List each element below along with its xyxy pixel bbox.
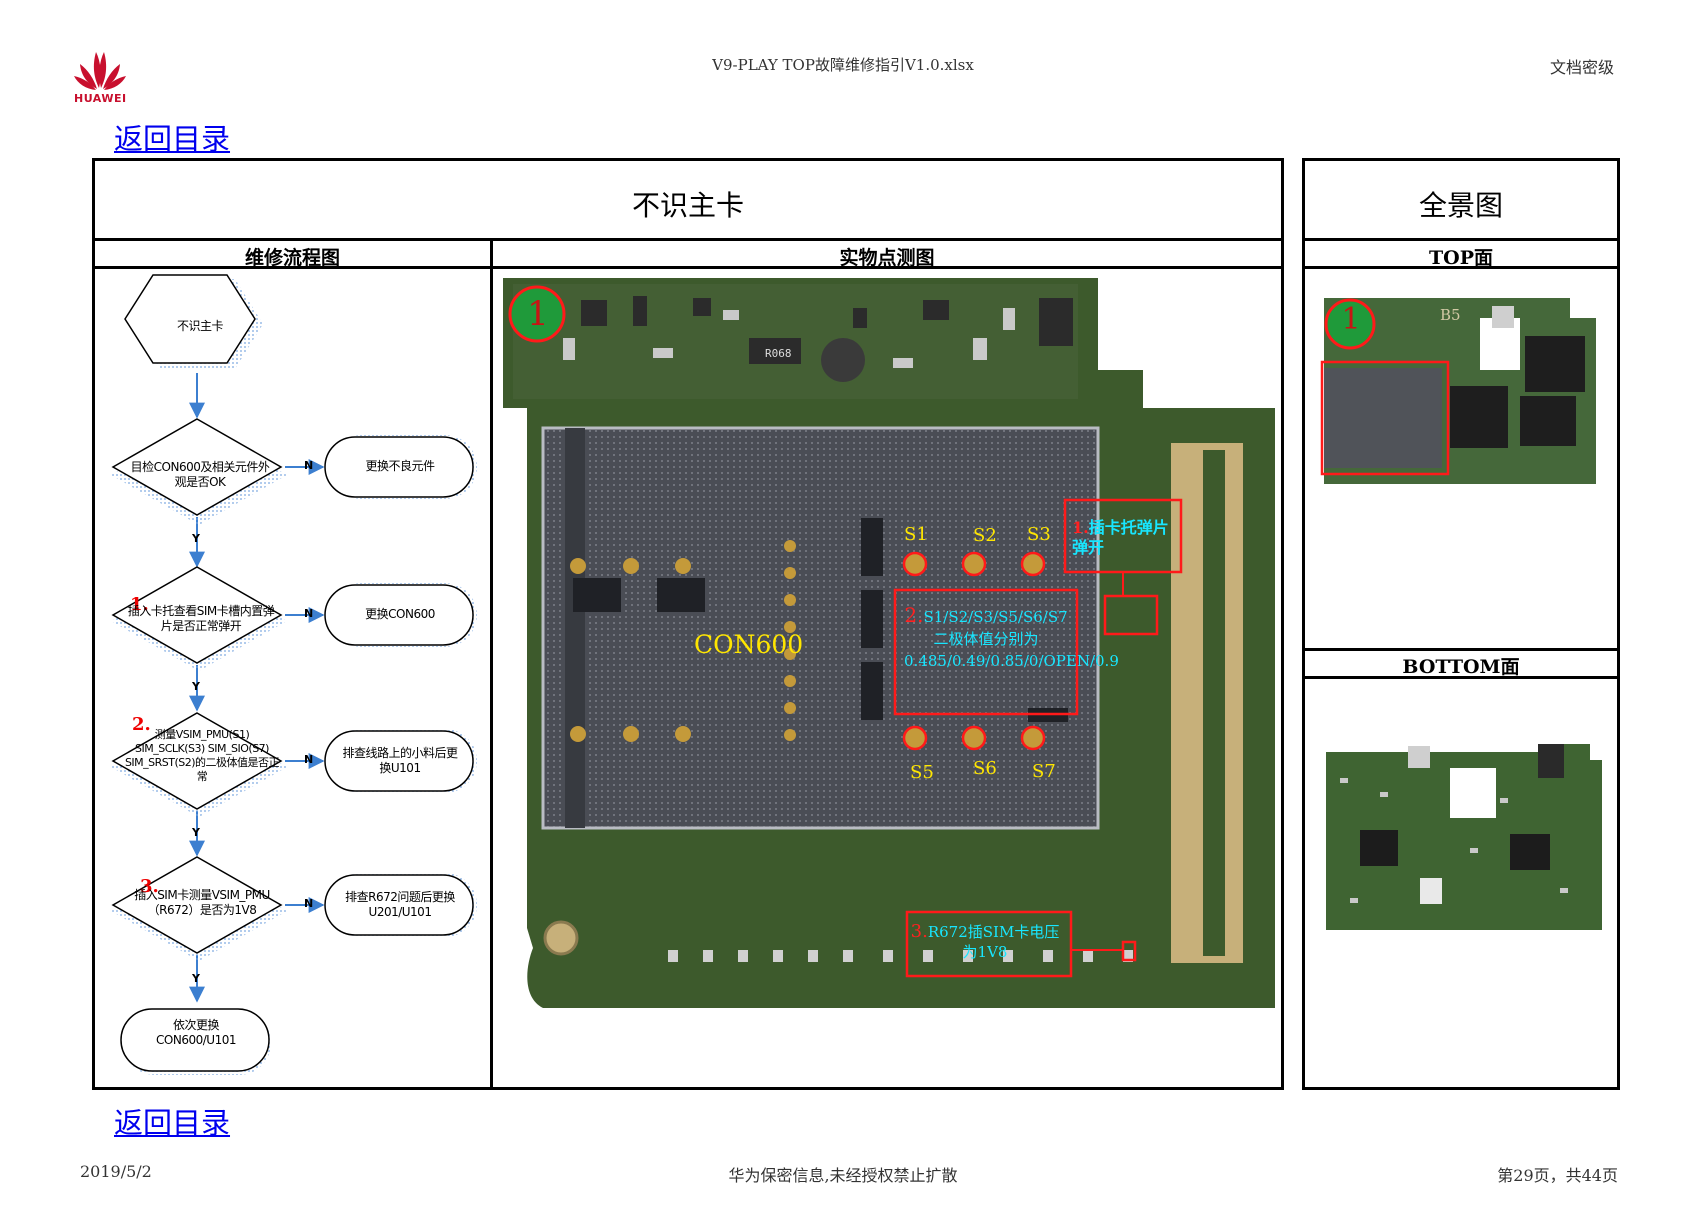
top-board-thumbnail: B5 bbox=[1320, 298, 1596, 484]
mounting-hole bbox=[543, 920, 579, 956]
flow-fail3-text: 排查线路上的小料后更换U101 bbox=[342, 746, 458, 775]
flow-fail2-text: 更换CON600 bbox=[365, 607, 435, 621]
flow-fail4-text: 排查R672问题后更换U201/U101 bbox=[345, 890, 455, 919]
flow-step-num-3: 3. bbox=[140, 876, 159, 897]
back-to-contents-link-bottom[interactable]: 返回目录 bbox=[114, 1106, 231, 1140]
flow-action-2 bbox=[324, 584, 474, 646]
s1-label: S1 bbox=[904, 524, 928, 545]
photo-marker-1 bbox=[508, 285, 566, 343]
flow-y-label-4: Y bbox=[192, 972, 200, 985]
flow-n-label-4: N bbox=[304, 897, 314, 910]
pcb-silk-text: R068 bbox=[765, 347, 792, 360]
footer-notice: 华为保密信息,未经授权禁止扩散 bbox=[728, 1166, 958, 1185]
note-2: 2.S1/S2/S3/S5/S6/S7二极体值分别为0.485/0.49/0.8… bbox=[904, 603, 1119, 672]
flow-decision-2 bbox=[111, 566, 283, 664]
note-2-text: S1/S2/S3/S5/S6/S7二极体值分别为0.485/0.49/0.85/… bbox=[904, 608, 1119, 670]
note-3: 3.R672插SIM卡电压为1V8 bbox=[908, 922, 1062, 962]
flow-fail1-text: 更换不良元件 bbox=[365, 459, 435, 473]
flow-q4-text: 插入SIM卡测量VSIM_PMU（R672）是否为1V8 bbox=[134, 888, 270, 917]
flow-end bbox=[120, 1008, 270, 1072]
sim-connector-con600 bbox=[541, 426, 1100, 830]
test-point-s3 bbox=[1020, 551, 1046, 577]
flow-step-num-1: 1. bbox=[130, 594, 149, 615]
test-point-s1 bbox=[902, 551, 928, 577]
bottom-board-thumbnail bbox=[1326, 744, 1602, 930]
note-3-text: R672插SIM卡电压为1V8 bbox=[927, 923, 1060, 961]
s2-label: S2 bbox=[973, 525, 997, 546]
overview-highlight-box bbox=[1320, 360, 1450, 476]
flowchart bbox=[111, 274, 477, 1075]
main-title: 不识主卡 bbox=[631, 189, 744, 222]
test-point-s5 bbox=[902, 725, 928, 751]
note-2-num: 2. bbox=[904, 603, 924, 627]
flow-q1-text: 目检CON600及相关元件外观是否OK bbox=[130, 460, 270, 489]
flow-step-num-2: 2. bbox=[132, 714, 151, 735]
note-box-3 bbox=[905, 910, 1073, 978]
test-point-s7 bbox=[1020, 725, 1046, 751]
note-1-text: 插卡托弹片弹开 bbox=[1072, 518, 1169, 557]
s5-label: S5 bbox=[910, 762, 934, 783]
huawei-logo-text: HUAWEI bbox=[74, 92, 127, 105]
top-face-label: TOP面 bbox=[1429, 247, 1493, 269]
flow-start-text: 不识主卡 bbox=[176, 319, 224, 333]
flow-y-label-1: Y bbox=[192, 532, 200, 545]
top-board-silk: B5 bbox=[1440, 306, 1461, 324]
photo-marker-number: 1 bbox=[527, 294, 549, 334]
flow-decision-1 bbox=[111, 418, 283, 516]
flow-q2-text: 插入卡托查看SIM卡槽内置弹片是否正常弹开 bbox=[127, 604, 275, 633]
back-to-contents-link-top[interactable]: 返回目录 bbox=[114, 122, 231, 156]
note-1: 1.插卡托弹片弹开 bbox=[1072, 518, 1178, 558]
photo-header: 实物点测图 bbox=[839, 247, 935, 269]
note-1-num: 1. bbox=[1072, 518, 1089, 537]
huawei-logo bbox=[72, 48, 128, 104]
footer-page-number: 第29页，共44页 bbox=[1497, 1166, 1618, 1185]
flow-action-3 bbox=[324, 730, 474, 792]
s3-label: S3 bbox=[1027, 524, 1051, 545]
flow-y-label-3: Y bbox=[192, 826, 200, 839]
overview-title: 全景图 bbox=[1418, 189, 1503, 222]
flow-y-label-2: Y bbox=[192, 680, 200, 693]
note-3-num: 3. bbox=[910, 921, 928, 942]
flow-q3-text: 测量VSIM_PMU(S1) SIM_SCLK(S3) SIM_SIO(S7) … bbox=[124, 728, 280, 783]
flow-decision-4 bbox=[111, 856, 283, 954]
secret-level: 文档密级 bbox=[1549, 58, 1614, 77]
bottom-face-label: BOTTOM面 bbox=[1402, 656, 1520, 678]
flow-header: 维修流程图 bbox=[244, 247, 340, 269]
overview-marker-1 bbox=[1324, 298, 1376, 350]
flow-n-label-1: N bbox=[304, 459, 314, 472]
flow-start-shape bbox=[124, 274, 256, 364]
huawei-petal-icon bbox=[74, 52, 126, 90]
flow-decision-3 bbox=[111, 712, 283, 810]
pcb-photo: R068 bbox=[503, 278, 1275, 1008]
flow-end-text: 依次更换CON600/U101 bbox=[156, 1018, 236, 1047]
flow-action-1 bbox=[324, 436, 474, 498]
flow-n-label-2: N bbox=[304, 607, 314, 620]
s7-label: S7 bbox=[1032, 761, 1056, 782]
test-point-s6 bbox=[961, 725, 987, 751]
footer-date: 2019/5/2 bbox=[80, 1162, 152, 1181]
spring-contact-box bbox=[1103, 594, 1159, 636]
flow-n-label-3: N bbox=[304, 753, 314, 766]
s6-label: S6 bbox=[973, 758, 997, 779]
overview-marker-number: 1 bbox=[1341, 302, 1361, 337]
note-box-2 bbox=[893, 588, 1079, 716]
document-title: V9-PLAY TOP故障维修指引V1.0.xlsx bbox=[712, 56, 974, 74]
flow-action-4 bbox=[324, 874, 474, 936]
pcb-inductor bbox=[821, 338, 865, 382]
con600-label: CON600 bbox=[694, 630, 804, 659]
test-point-s2 bbox=[961, 551, 987, 577]
